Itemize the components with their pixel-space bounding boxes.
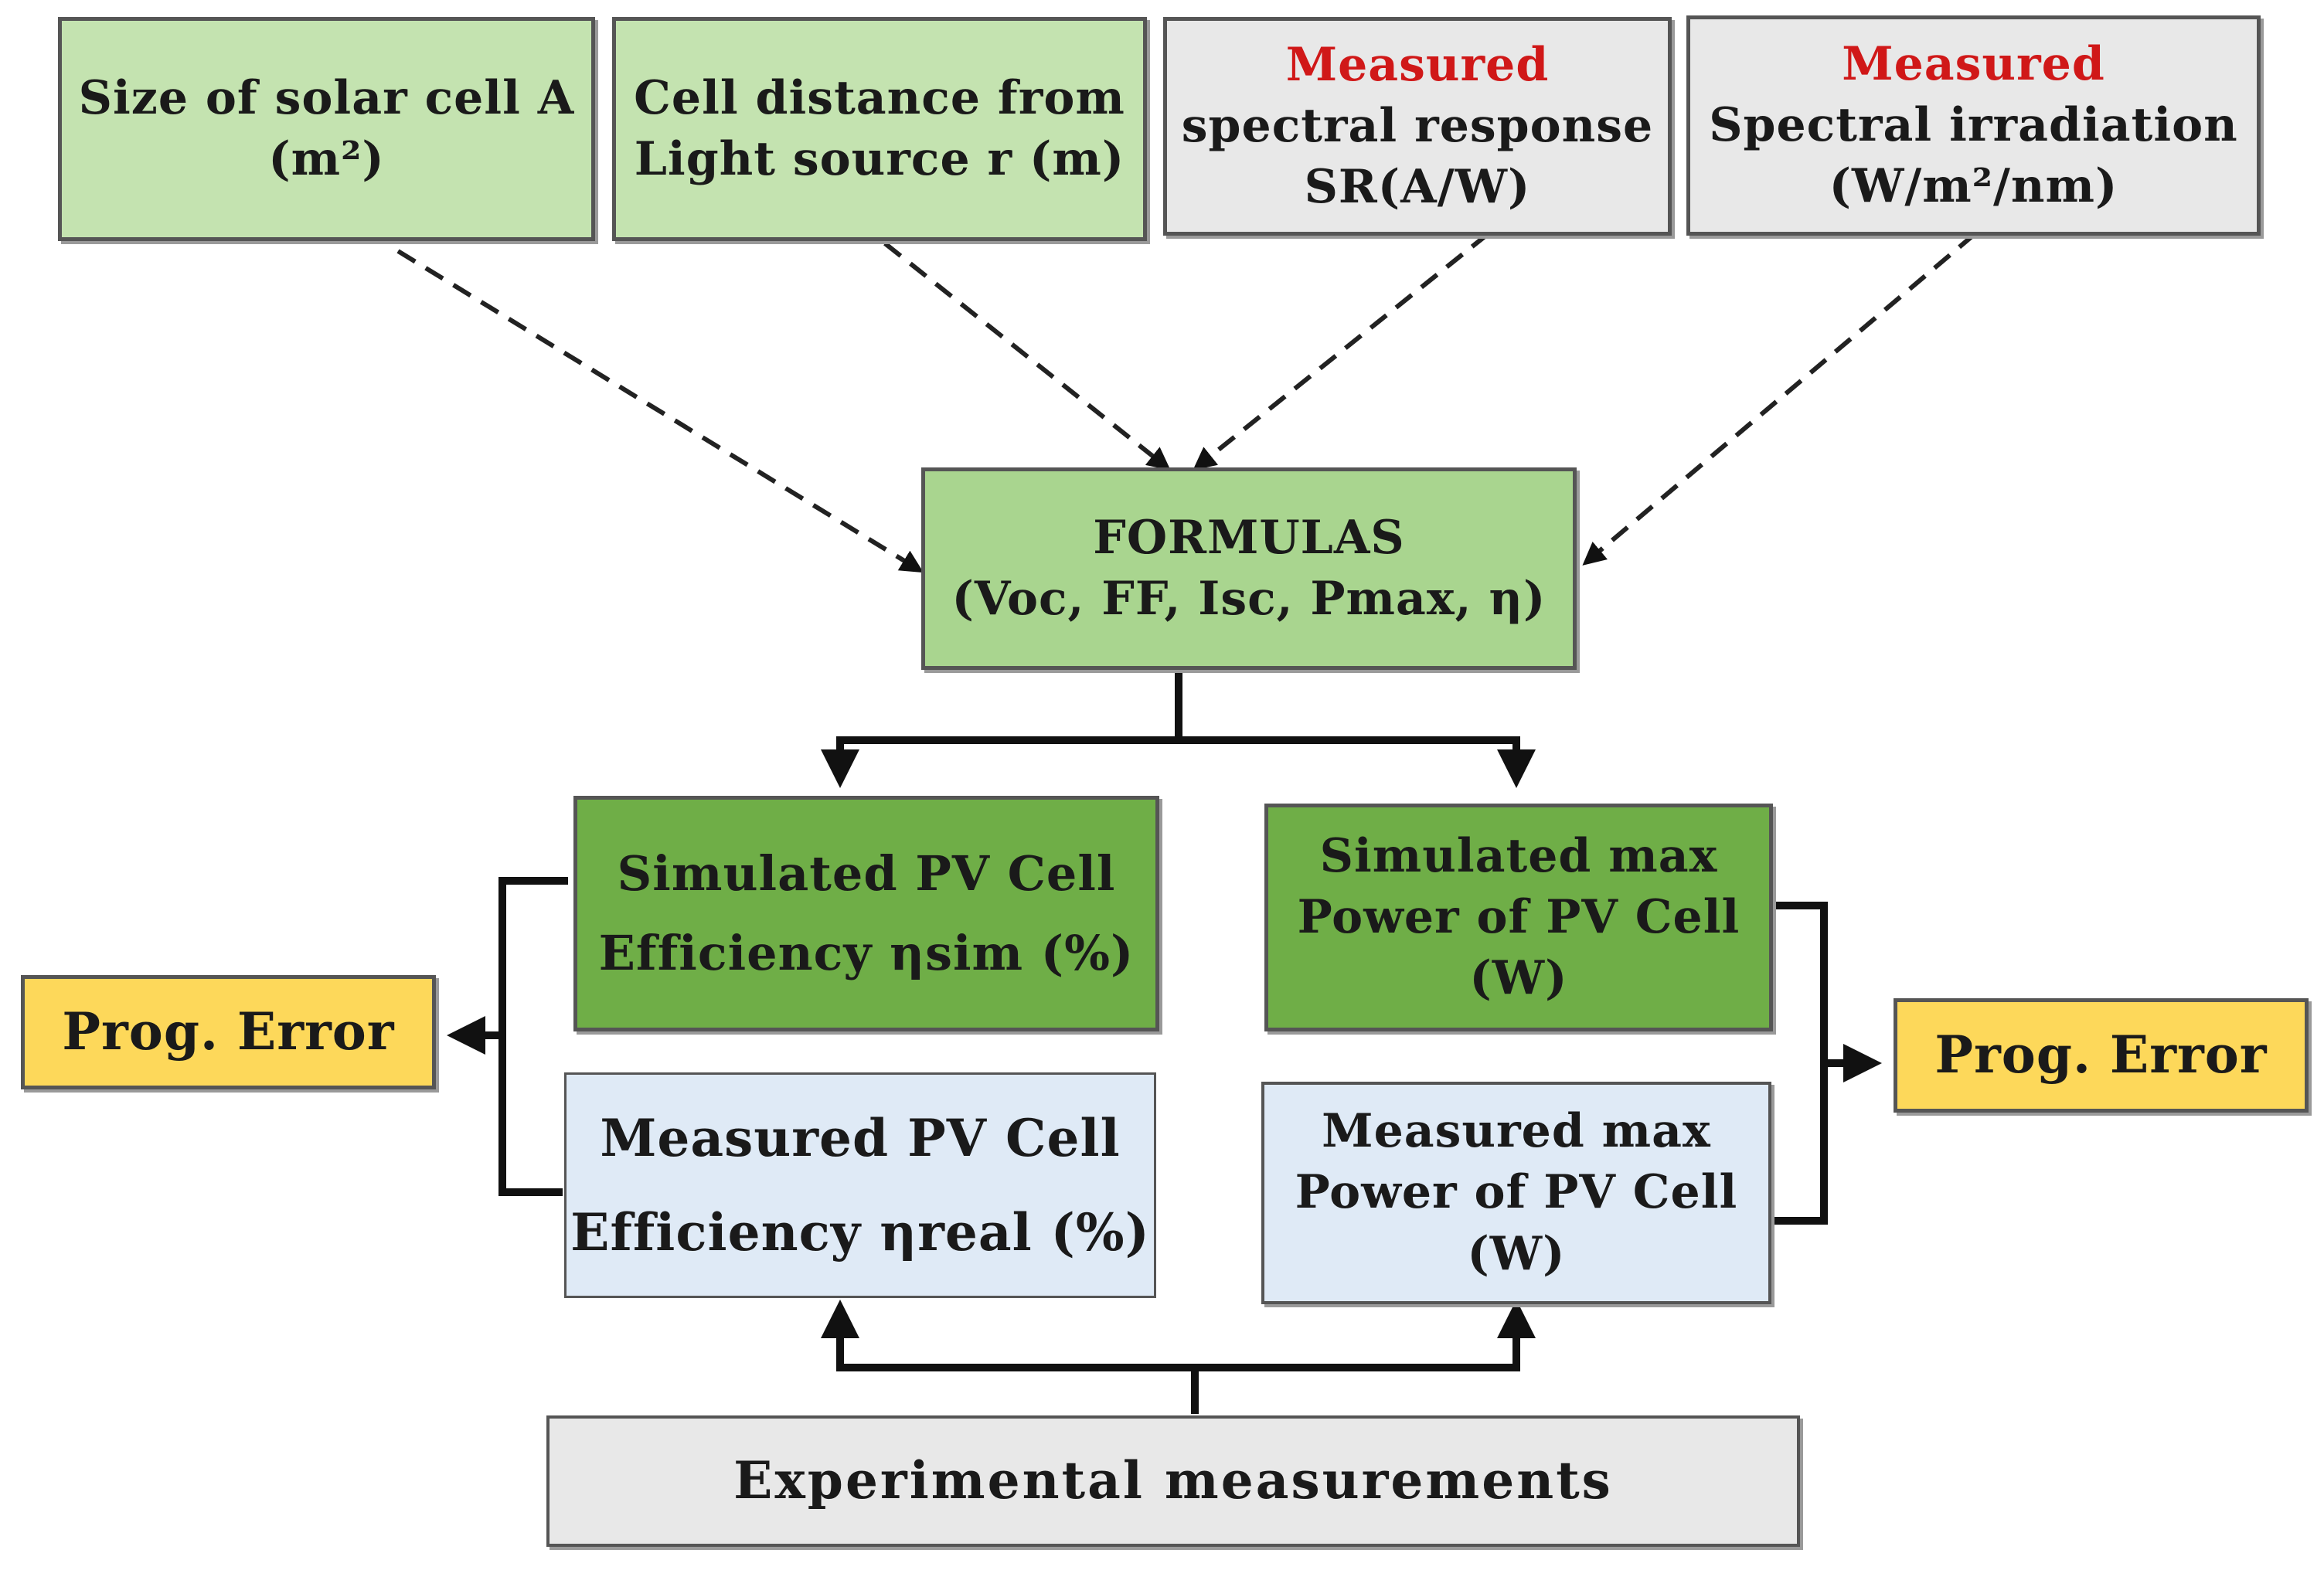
input-box-spectral-response-line1: Measured [1285,37,1550,92]
prog-error-left-label: Prog. Error [62,1001,395,1062]
input-box-spectral-irradiation-line1: Measured [1842,36,2105,91]
dashed-arrow-irradiation [1582,232,1976,566]
input-box-spectral-response-line2: spectral response [1181,98,1654,153]
formulas-box-title: FORMULAS [1093,510,1405,565]
measured-efficiency-line2: Efficiency ηreal (%) [570,1202,1150,1262]
measured-power-line3: (W) [1467,1226,1566,1281]
dashed-arrow-spectral-response [1193,232,1489,471]
input-box-cell-distance-line2: Light source r (m) [634,132,1125,186]
prog-error-right-box: Prog. Error [1894,998,2309,1113]
input-box-cell-size-line2: (m²) [268,132,385,186]
dashed-arrow-size [396,249,924,573]
input-box-spectral-irradiation-line3: (W/m²/nm) [1829,159,2118,214]
simulated-efficiency-line1: Simulated PV Cell [617,845,1116,902]
input-box-cell-size-line1: Size of solar cell A [78,70,575,125]
input-box-spectral-irradiation-line2: Spectral irradiation [1709,97,2238,152]
experimental-measurements-label: Experimental measurements [733,1450,1613,1511]
simulated-efficiency-line2: Efficiency ηsim (%) [598,924,1135,981]
simulated-power-line1: Simulated max [1319,828,1718,883]
prog-error-right-label: Prog. Error [1934,1025,2268,1086]
simulated-power-line3: (W) [1469,951,1568,1006]
simulated-power-box: Simulated max Power of PV Cell (W) [1264,804,1773,1031]
measured-efficiency-line1: Measured PV Cell [600,1107,1121,1168]
input-box-cell-distance: Cell distance from Light source r (m) [612,17,1147,241]
input-box-spectral-response: Measured spectral response SR(A/W) [1163,17,1672,236]
dashed-arrow-distance [883,241,1171,471]
input-box-spectral-irradiation: Measured Spectral irradiation (W/m²/nm) [1686,15,2261,236]
prog-error-left-box: Prog. Error [21,975,436,1089]
formulas-box: FORMULAS (Voc, FF, Isc, Pmax, η) [921,467,1577,670]
formulas-split-connector [836,736,1536,788]
left-error-bracket [498,877,568,1196]
formulas-box-list: (Voc, FF, Isc, Pmax, η) [951,572,1546,626]
measured-power-line1: Measured max [1322,1104,1711,1159]
experimental-measurements-box: Experimental measurements [546,1415,1800,1547]
input-box-cell-distance-line1: Cell distance from [634,70,1125,125]
simulated-efficiency-box: Simulated PV Cell Efficiency ηsim (%) [573,796,1159,1031]
experimental-split-connector [836,1313,1520,1371]
measured-efficiency-box: Measured PV Cell Efficiency ηreal (%) [564,1072,1156,1298]
input-box-spectral-response-line3: SR(A/W) [1304,160,1531,215]
measured-power-line2: Power of PV Cell [1295,1165,1738,1220]
simulated-power-line2: Power of PV Cell [1297,889,1740,944]
measured-power-box: Measured max Power of PV Cell (W) [1261,1082,1771,1304]
input-box-cell-size: Size of solar cell A (m²) [58,17,595,241]
